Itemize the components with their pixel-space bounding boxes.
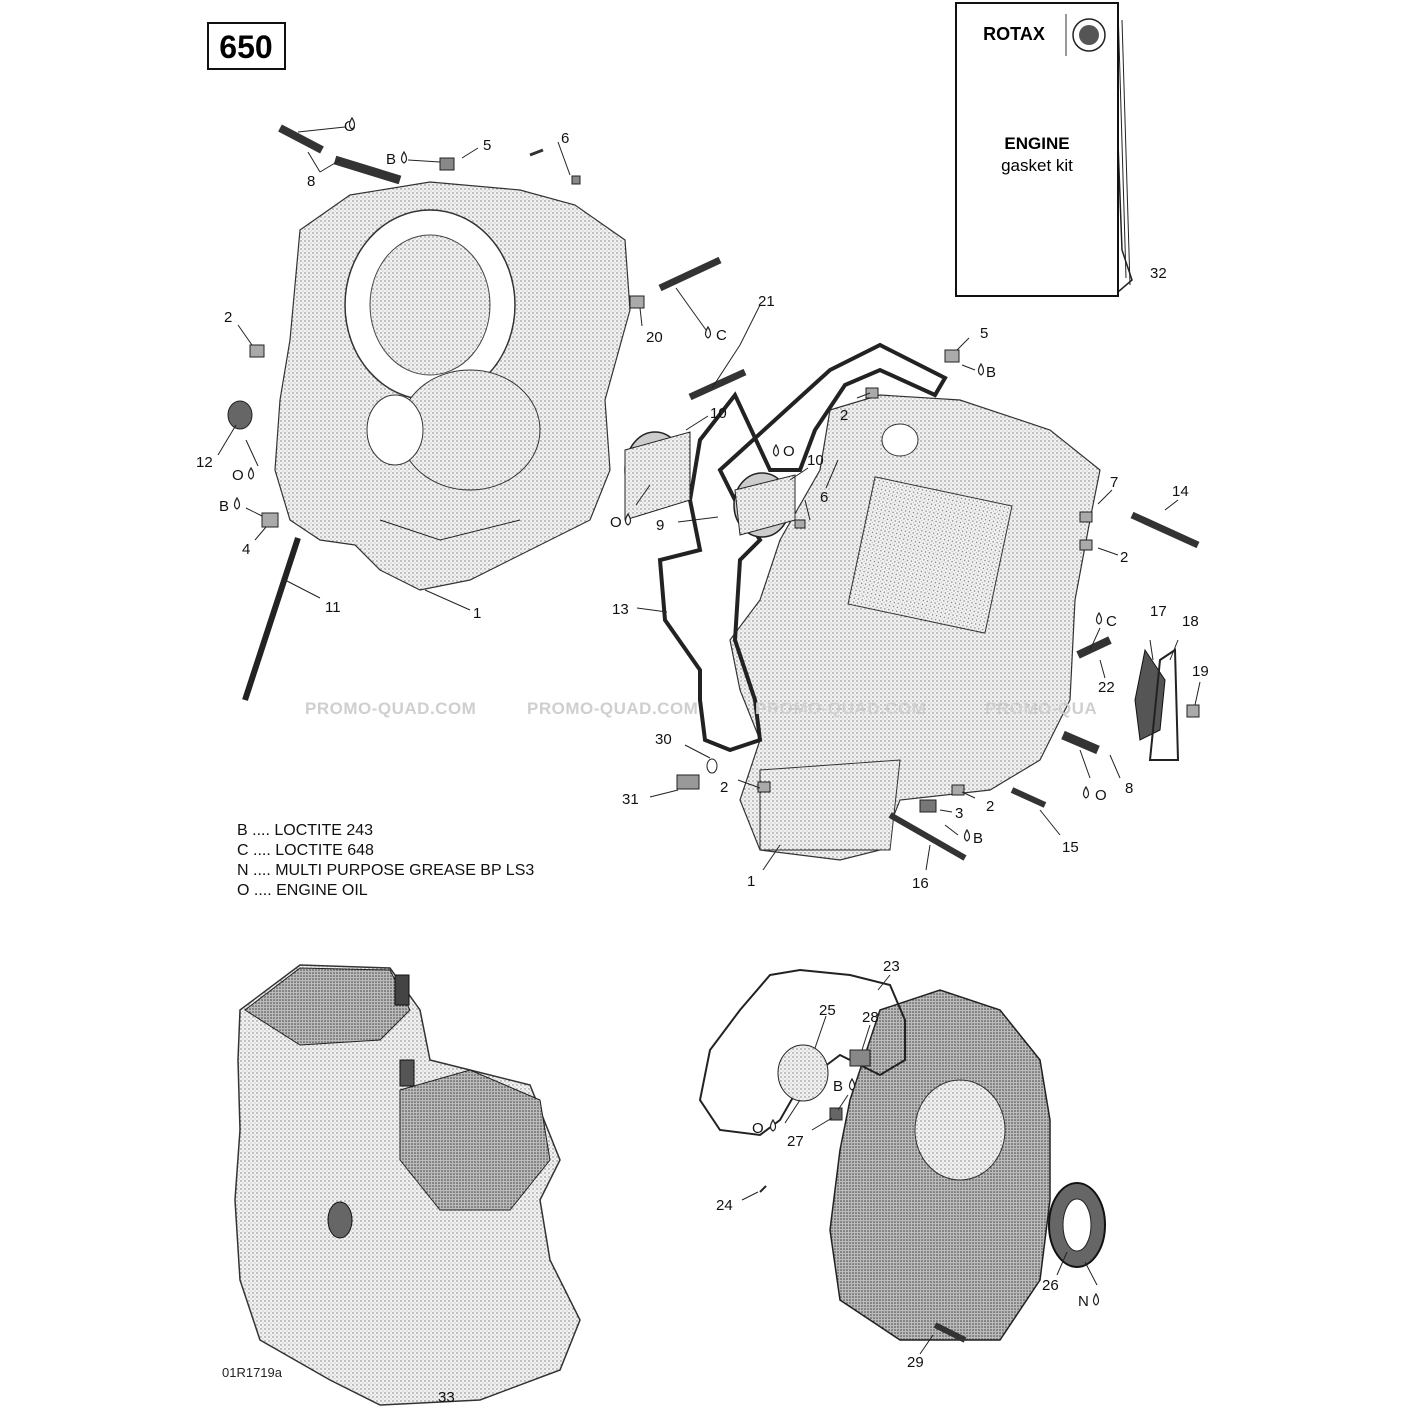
leader-lines	[217, 126, 1201, 1355]
legend-c: C .... LOCTITE 648	[237, 842, 374, 859]
callout-10: 10	[807, 452, 824, 469]
drop-symbol-o: O	[1095, 787, 1107, 804]
callout-23: 23	[883, 958, 900, 975]
assembled-engine	[234, 964, 581, 1406]
callout-8: 8	[307, 173, 315, 190]
cover-small-parts	[759, 1044, 1106, 1343]
callout-6: 6	[561, 130, 569, 147]
callout-numbers: 1 1 2 2 2 2 2 3 4 5 5 6 6 7 8 8 9 10 10 …	[196, 130, 1209, 1406]
drop-symbol-o: O	[783, 443, 795, 460]
drop-symbol-o: O	[610, 514, 622, 531]
callout-3: 3	[955, 805, 963, 822]
callout-17: 17	[1150, 603, 1167, 620]
legend-n: N .... MULTI PURPOSE GREASE BP LS3	[237, 862, 534, 879]
fasteners	[227, 124, 1200, 861]
magneto-cover	[829, 989, 1051, 1341]
callout-25: 25	[819, 1002, 836, 1019]
callout-11: 11	[325, 599, 341, 616]
callout-32: 32	[1150, 265, 1167, 282]
callout-5: 5	[483, 137, 491, 154]
svg-text:PROMO-QUAD.COM: PROMO-QUAD.COM	[755, 699, 926, 718]
callout-2: 2	[986, 798, 994, 815]
callout-5: 5	[980, 325, 988, 342]
drop-symbol-c: C	[1106, 613, 1117, 630]
application-symbols: O B C O O B B O C O B O B N	[219, 116, 1117, 1310]
callout-2: 2	[224, 309, 232, 326]
watermark: PROMO-QUAD.COM PROMO-QUAD.COM PROMO-QUAD…	[305, 699, 1097, 718]
drop-symbol-n: N	[1078, 1293, 1089, 1310]
svg-text:PROMO-QUA: PROMO-QUA	[985, 699, 1097, 718]
callout-16: 16	[912, 875, 929, 892]
drop-symbol-b: B	[986, 364, 996, 381]
drawing-code: 01R1719a	[222, 1365, 283, 1380]
drop-symbol-o: O	[752, 1120, 764, 1137]
callout-20: 20	[646, 329, 663, 346]
model-label: 650	[219, 29, 272, 65]
callout-2: 2	[720, 779, 728, 796]
callout-26: 26	[1042, 1277, 1059, 1294]
callout-27: 27	[787, 1133, 804, 1150]
legend-o: O .... ENGINE OIL	[237, 882, 368, 899]
callout-29: 29	[907, 1354, 924, 1371]
callout-31: 31	[622, 791, 639, 808]
drop-symbol-b: B	[973, 830, 983, 847]
drop-symbol-b: B	[386, 151, 396, 168]
callout-24: 24	[716, 1197, 733, 1214]
callout-2: 2	[840, 407, 848, 424]
callout-7: 7	[1110, 474, 1118, 491]
callout-1: 1	[747, 873, 755, 890]
drop-symbol-o: O	[232, 467, 244, 484]
model-badge: 650	[207, 22, 286, 70]
callout-13: 13	[612, 601, 629, 618]
callout-4: 4	[242, 541, 250, 558]
callout-14: 14	[1172, 483, 1189, 500]
gasket-kit-booklet: ROTAX ENGINE gasket kit 32	[955, 2, 1167, 297]
bearing-upper-left	[624, 431, 691, 521]
svg-text:PROMO-QUAD.COM: PROMO-QUAD.COM	[305, 699, 476, 718]
callout-21: 21	[758, 293, 775, 310]
callout-22: 22	[1098, 679, 1115, 696]
legend-b: B .... LOCTITE 243	[237, 822, 373, 839]
callout-8: 8	[1125, 780, 1133, 797]
callout-10: 10	[710, 405, 727, 422]
drop-symbol-c: C	[716, 327, 727, 344]
callout-1: 1	[473, 605, 481, 622]
callout-9: 9	[656, 517, 664, 534]
callout-33: 33	[438, 1389, 455, 1406]
callout-30: 30	[655, 731, 672, 748]
crankcase-right-half	[729, 394, 1101, 861]
callout-6: 6	[820, 489, 828, 506]
drop-symbol-b: B	[833, 1078, 843, 1095]
callout-15: 15	[1062, 839, 1079, 856]
crankcase-gasket	[657, 342, 948, 753]
svg-text:PROMO-QUAD.COM: PROMO-QUAD.COM	[527, 699, 698, 718]
kit-subtitle: gasket kit	[1001, 156, 1073, 175]
callout-12: 12	[196, 454, 213, 471]
bearing-upper-right	[733, 472, 796, 538]
callout-18: 18	[1182, 613, 1199, 630]
kit-title: ENGINE	[1004, 134, 1069, 153]
callout-28: 28	[862, 1009, 879, 1026]
legend: B .... LOCTITE 243 C .... LOCTITE 648 N …	[237, 822, 534, 899]
drop-symbol-b: B	[219, 498, 229, 515]
crankcase-left-half	[274, 181, 631, 591]
callout-2: 2	[1120, 549, 1128, 566]
callout-19: 19	[1192, 663, 1209, 680]
kit-brand: ROTAX	[983, 24, 1045, 44]
